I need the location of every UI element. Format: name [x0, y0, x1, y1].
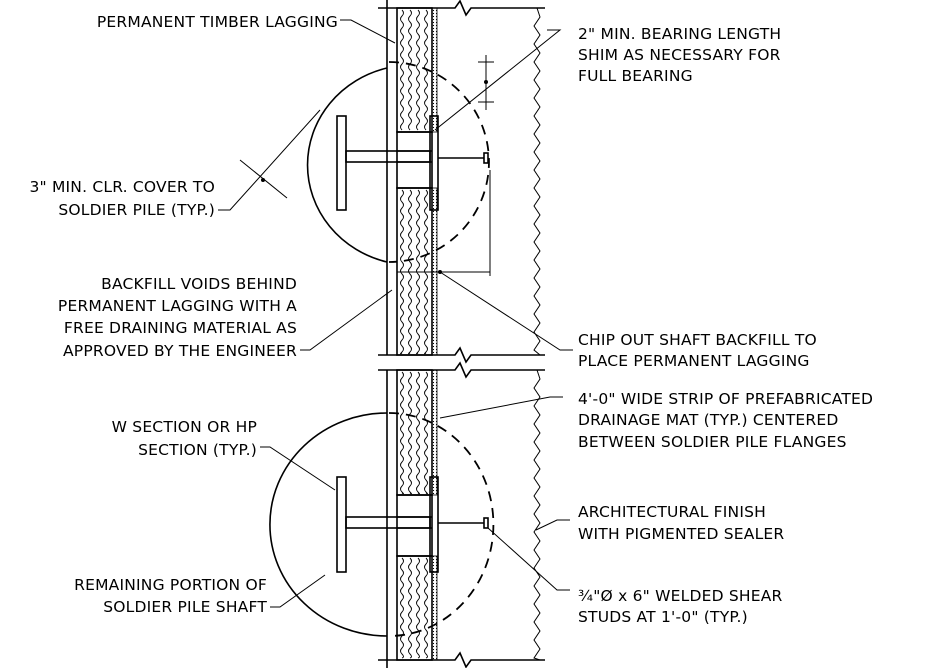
label-shaft-line1: REMAINING PORTION OF — [74, 576, 267, 594]
h-pile-top — [336, 115, 489, 211]
label-timber-lagging: PERMANENT TIMBER LAGGING — [97, 13, 338, 31]
wood-grain-line — [416, 371, 420, 495]
wood-grain-line — [408, 189, 412, 355]
wood-grain-line — [400, 9, 404, 131]
label-backfill-line3: FREE DRAINING MATERIAL AS — [64, 319, 297, 337]
label-bearing-line3: FULL BEARING — [578, 67, 693, 85]
wall-boundaries — [386, 0, 541, 668]
label-bearing-line2: SHIM AS NECESSARY FOR — [578, 46, 781, 64]
soldier-pile-shaft-bottom — [269, 412, 495, 637]
label-cover-line1: 3" MIN. CLR. COVER TO — [29, 178, 215, 196]
break-lines — [378, 0, 545, 668]
label-bearing-line1: 2" MIN. BEARING LENGTH — [578, 25, 781, 43]
label-drain-line1: 4'-0" WIDE STRIP OF PREFABRICATED — [578, 390, 873, 408]
leader-lines — [218, 19, 573, 608]
label-shaft-line2: SOLDIER PILE SHAFT — [103, 598, 267, 616]
wood-grain-line — [424, 189, 428, 355]
label-backfill-line1: BACKFILL VOIDS BEHIND — [101, 275, 297, 293]
wood-grain-line — [424, 371, 428, 495]
wood-grain-line — [400, 557, 404, 659]
wood-grain-line — [400, 371, 404, 495]
annotations: PERMANENT TIMBER LAGGING 2" MIN. BEARING… — [29, 13, 873, 626]
label-chip-line1: CHIP OUT SHAFT BACKFILL TO — [578, 331, 817, 349]
label-backfill-line2: PERMANENT LAGGING WITH A — [58, 297, 297, 315]
label-drain-line2: DRAINAGE MAT (TYP.) CENTERED — [578, 411, 838, 429]
wood-grain-line — [416, 557, 420, 659]
label-wsection-line2: SECTION (TYP.) — [138, 441, 257, 459]
label-drain-line3: BETWEEN SOLDIER PILE FLANGES — [578, 433, 847, 451]
wood-grain-line — [408, 9, 412, 131]
h-pile-bottom — [336, 476, 489, 573]
wood-grain-line — [424, 557, 428, 659]
label-chip-line2: PLACE PERMANENT LAGGING — [578, 352, 810, 370]
soldier-pile-shaft-top — [306, 61, 490, 263]
wood-grain-line — [400, 189, 404, 355]
label-studs-line2: STUDS AT 1'-0" (TYP.) — [578, 608, 748, 626]
label-cover-line2: SOLDIER PILE (TYP.) — [58, 201, 215, 219]
label-finish-line1: ARCHITECTURAL FINISH — [578, 503, 766, 521]
label-backfill-line4: APPROVED BY THE ENGINEER — [63, 342, 297, 360]
wood-grain-line — [408, 557, 412, 659]
label-wsection-line1: W SECTION OR HP — [112, 418, 257, 436]
wood-grain-line — [408, 371, 412, 495]
wood-grain-line — [416, 9, 420, 131]
wood-grain-line — [416, 189, 420, 355]
label-finish-line2: WITH PIGMENTED SEALER — [578, 525, 784, 543]
timber-lagging-top — [396, 7, 438, 356]
label-studs-line1: ¾"Ø x 6" WELDED SHEAR — [578, 587, 783, 605]
timber-lagging-bottom — [396, 369, 438, 661]
